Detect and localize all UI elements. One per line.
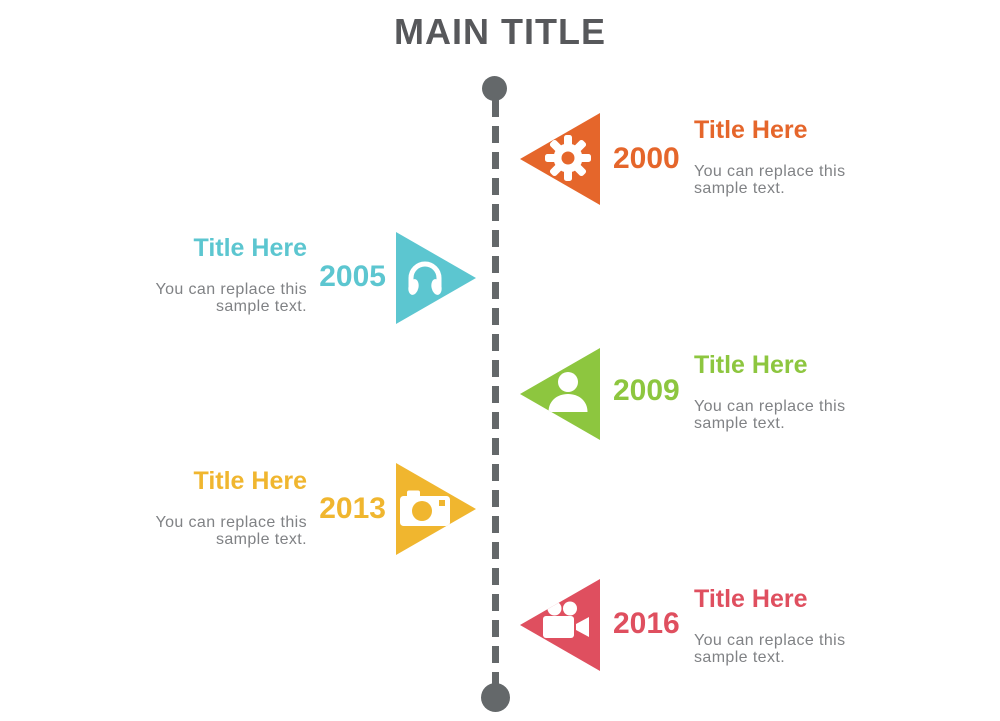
milestone-description: You can replace this sample text. xyxy=(155,281,307,315)
milestone-description: You can replace this sample text. xyxy=(694,632,846,666)
year-label-2016: 2016 xyxy=(613,607,680,640)
year-label-2000: 2000 xyxy=(613,142,680,175)
timeline-marker-2013 xyxy=(396,463,476,555)
milestone-title: Title Here xyxy=(694,351,808,379)
milestone-title: Title Here xyxy=(193,234,307,262)
camera-icon xyxy=(400,490,450,526)
milestone-text-2016: Title Here You can replace this sample t… xyxy=(694,585,869,667)
year-label-2013: 2013 xyxy=(319,492,386,525)
timeline-marker-2016 xyxy=(520,579,600,671)
timeline-marker-2005 xyxy=(396,232,476,324)
milestone-text-2005: Title Here You can replace this sample t… xyxy=(135,234,307,316)
timeline-line xyxy=(492,100,499,685)
milestone-text-2009: Title Here You can replace this sample t… xyxy=(694,351,869,433)
year-label-2005: 2005 xyxy=(319,260,386,293)
timeline-marker-2009 xyxy=(520,348,600,440)
timeline-marker-2000 xyxy=(520,113,600,205)
milestone-text-2000: Title Here You can replace this sample t… xyxy=(694,116,869,198)
milestone-description: You can replace this sample text. xyxy=(694,398,846,432)
milestone-description: You can replace this sample text. xyxy=(155,514,307,548)
person-icon xyxy=(548,372,588,412)
timeline-start-dot xyxy=(482,76,507,101)
milestone-description: You can replace this sample text. xyxy=(694,163,846,197)
milestone-title: Title Here xyxy=(193,467,307,495)
milestone-title: Title Here xyxy=(694,585,808,613)
page-title: MAIN TITLE xyxy=(394,11,606,52)
year-label-2009: 2009 xyxy=(613,374,680,407)
headphones-icon xyxy=(408,261,442,295)
gear-icon xyxy=(545,135,591,181)
milestone-text-2013: Title Here You can replace this sample t… xyxy=(135,467,307,549)
timeline-end-dot xyxy=(481,683,510,712)
milestone-title: Title Here xyxy=(694,116,808,144)
video-camera-icon xyxy=(543,601,589,638)
